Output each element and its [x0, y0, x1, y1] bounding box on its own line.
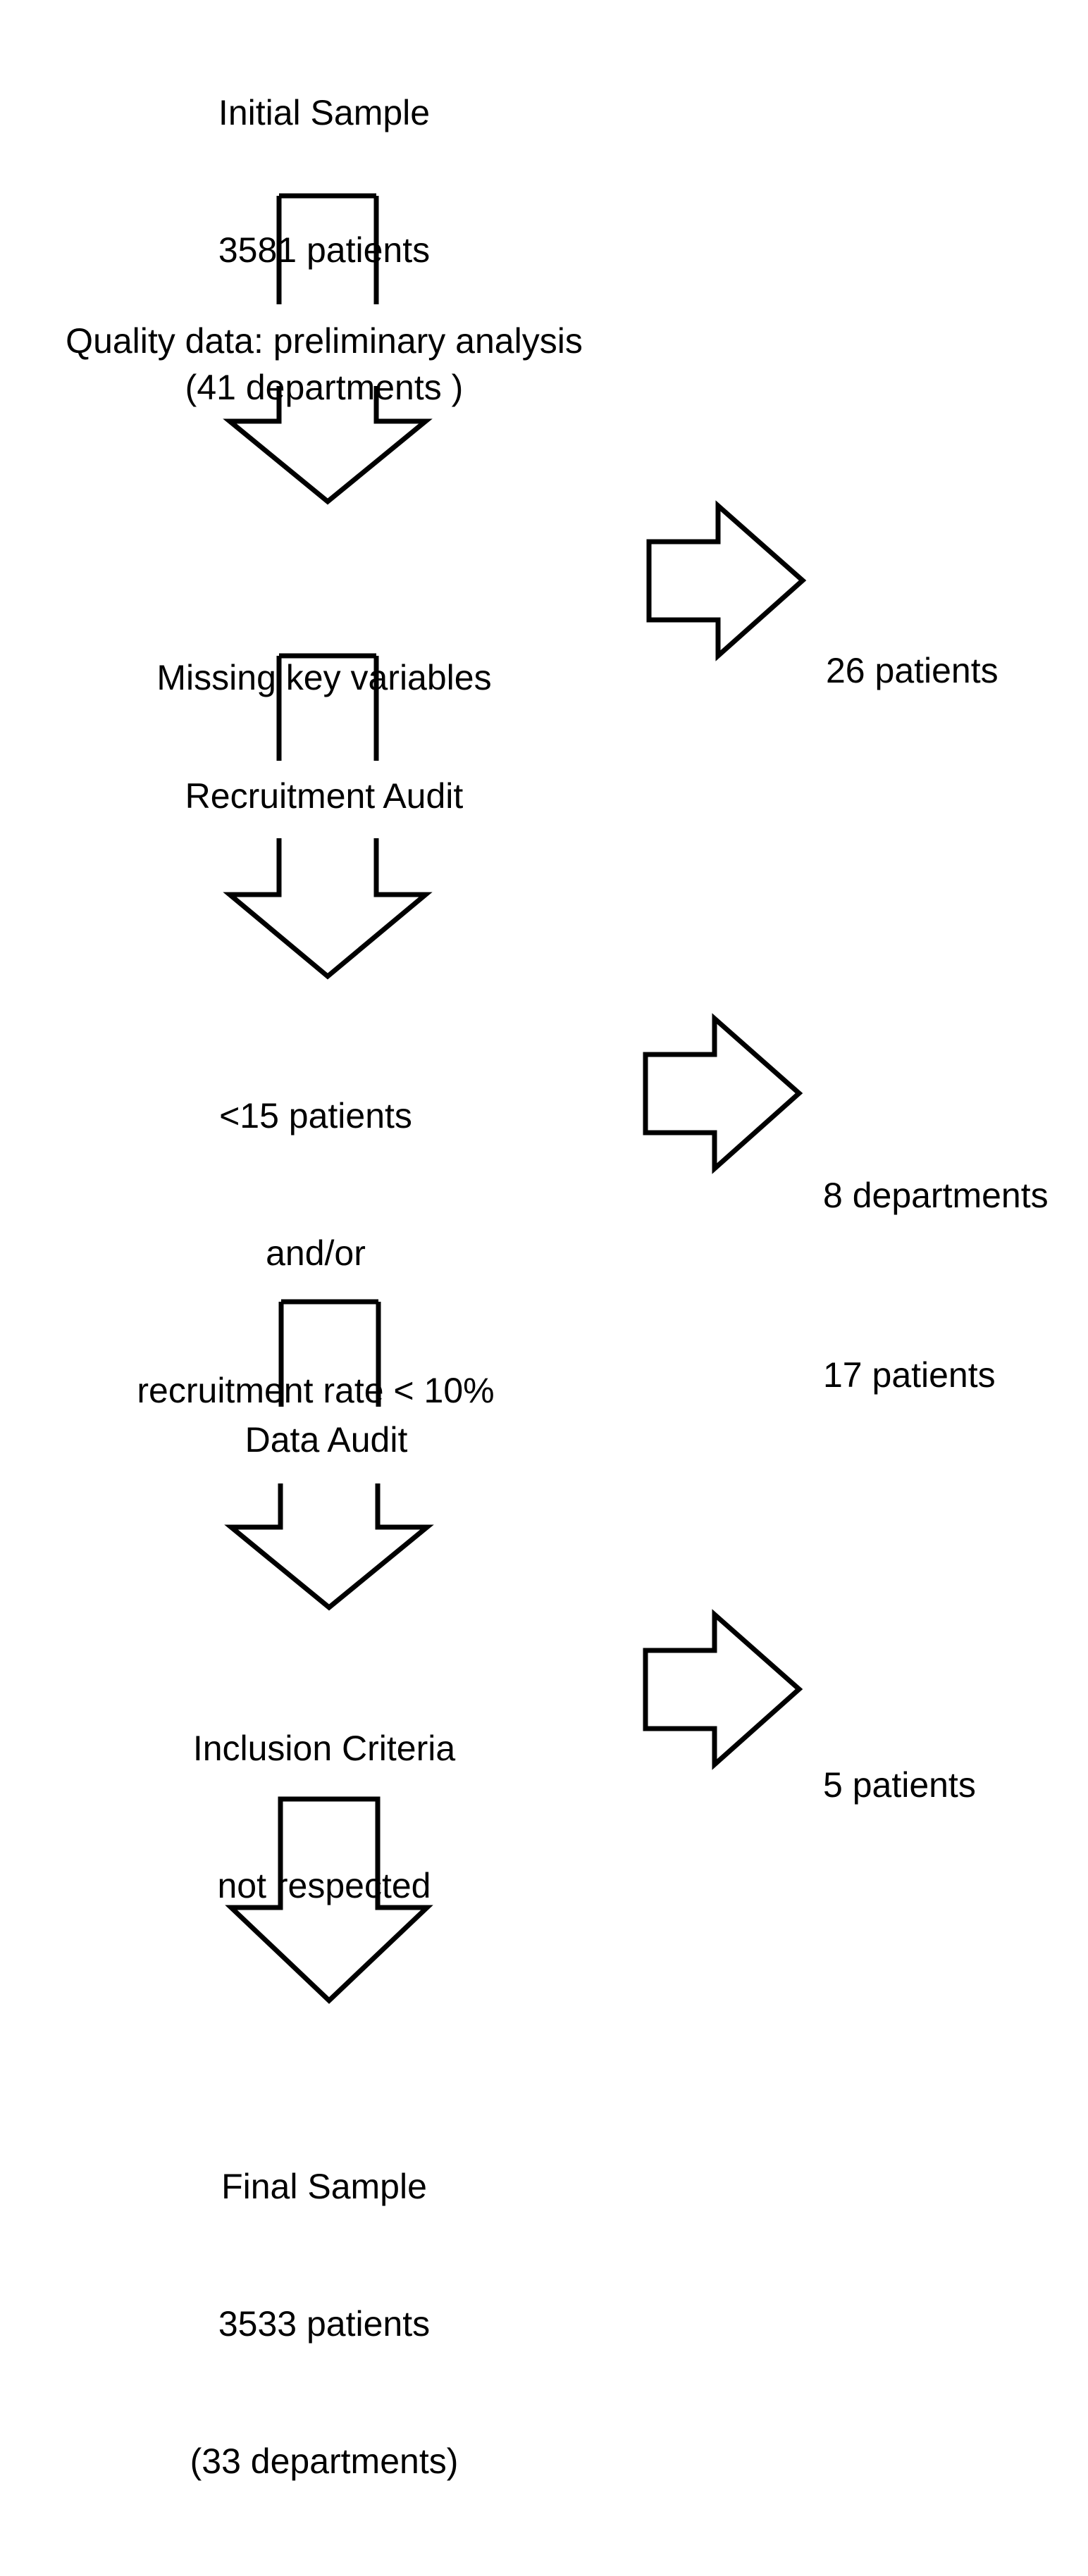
arrow-1-head-icon — [223, 386, 433, 505]
node-inclusion-criteria: Inclusion Criteria not respected — [35, 1634, 613, 2001]
exclusion-arrow-right-3-icon — [643, 1609, 803, 1770]
exclusion-1-line-1: 26 patients — [826, 651, 999, 690]
arrow-2-head-icon — [223, 838, 433, 980]
process-label-data-audit: Data Audit — [245, 1420, 408, 1460]
arrow-3-shaft-icon — [278, 1299, 381, 1407]
exclusion-2-line-2: 17 patients — [823, 1355, 996, 1395]
exclusion-arrow-right-2-icon — [643, 1013, 803, 1174]
initial-sample-line-2: 3581 patients — [218, 230, 431, 270]
arrow-2-shaft-icon — [276, 653, 379, 761]
flowchart-canvas: Initial Sample 3581 patients (41 departm… — [0, 0, 1088, 2481]
final-sample-line-2: 3533 patients — [218, 2304, 431, 2344]
node-initial-sample: Initial Sample 3581 patients (41 departm… — [56, 0, 592, 502]
exclusion-threshold-line-1: <15 patients — [219, 1096, 412, 1135]
exclusion-label-low-recruitment: 8 departments 17 patients — [823, 1046, 1088, 1525]
exclusion-label-inclusion-criteria: 5 patients — [823, 1671, 1077, 1900]
node-exclusion-threshold: <15 patients and/or recruitment rate < 1… — [0, 1002, 633, 1505]
node-final-sample: Final Sample 3533 patients (33 departmen… — [56, 2072, 592, 2576]
exclusion-3-line-1: 5 patients — [823, 1765, 976, 1805]
exclusion-threshold-line-3: recruitment rate < 10% — [137, 1371, 495, 1410]
exclusion-arrow-right-1-icon — [646, 500, 807, 661]
process-label-quality-data: Quality data: preliminary analysis — [66, 321, 583, 361]
process-label-recruitment-audit: Recruitment Audit — [185, 776, 464, 816]
arrow-4-full-icon — [225, 1796, 433, 2004]
inclusion-criteria-line-2: not respected — [217, 1866, 431, 1905]
arrow-3-head-icon — [224, 1483, 434, 1611]
inclusion-criteria-line-1: Inclusion Criteria — [192, 1729, 456, 1768]
arrow-1-shaft-icon — [276, 193, 379, 304]
final-sample-line-1: Final Sample — [221, 2167, 427, 2206]
exclusion-2-line-1: 8 departments — [823, 1176, 1049, 1215]
final-sample-line-3: (33 departments) — [190, 2441, 459, 2481]
exclusion-label-missing-key-variables: 26 patients — [826, 556, 1080, 785]
initial-sample-line-1: Initial Sample — [218, 93, 431, 132]
exclusion-threshold-line-2: and/or — [266, 1233, 366, 1273]
